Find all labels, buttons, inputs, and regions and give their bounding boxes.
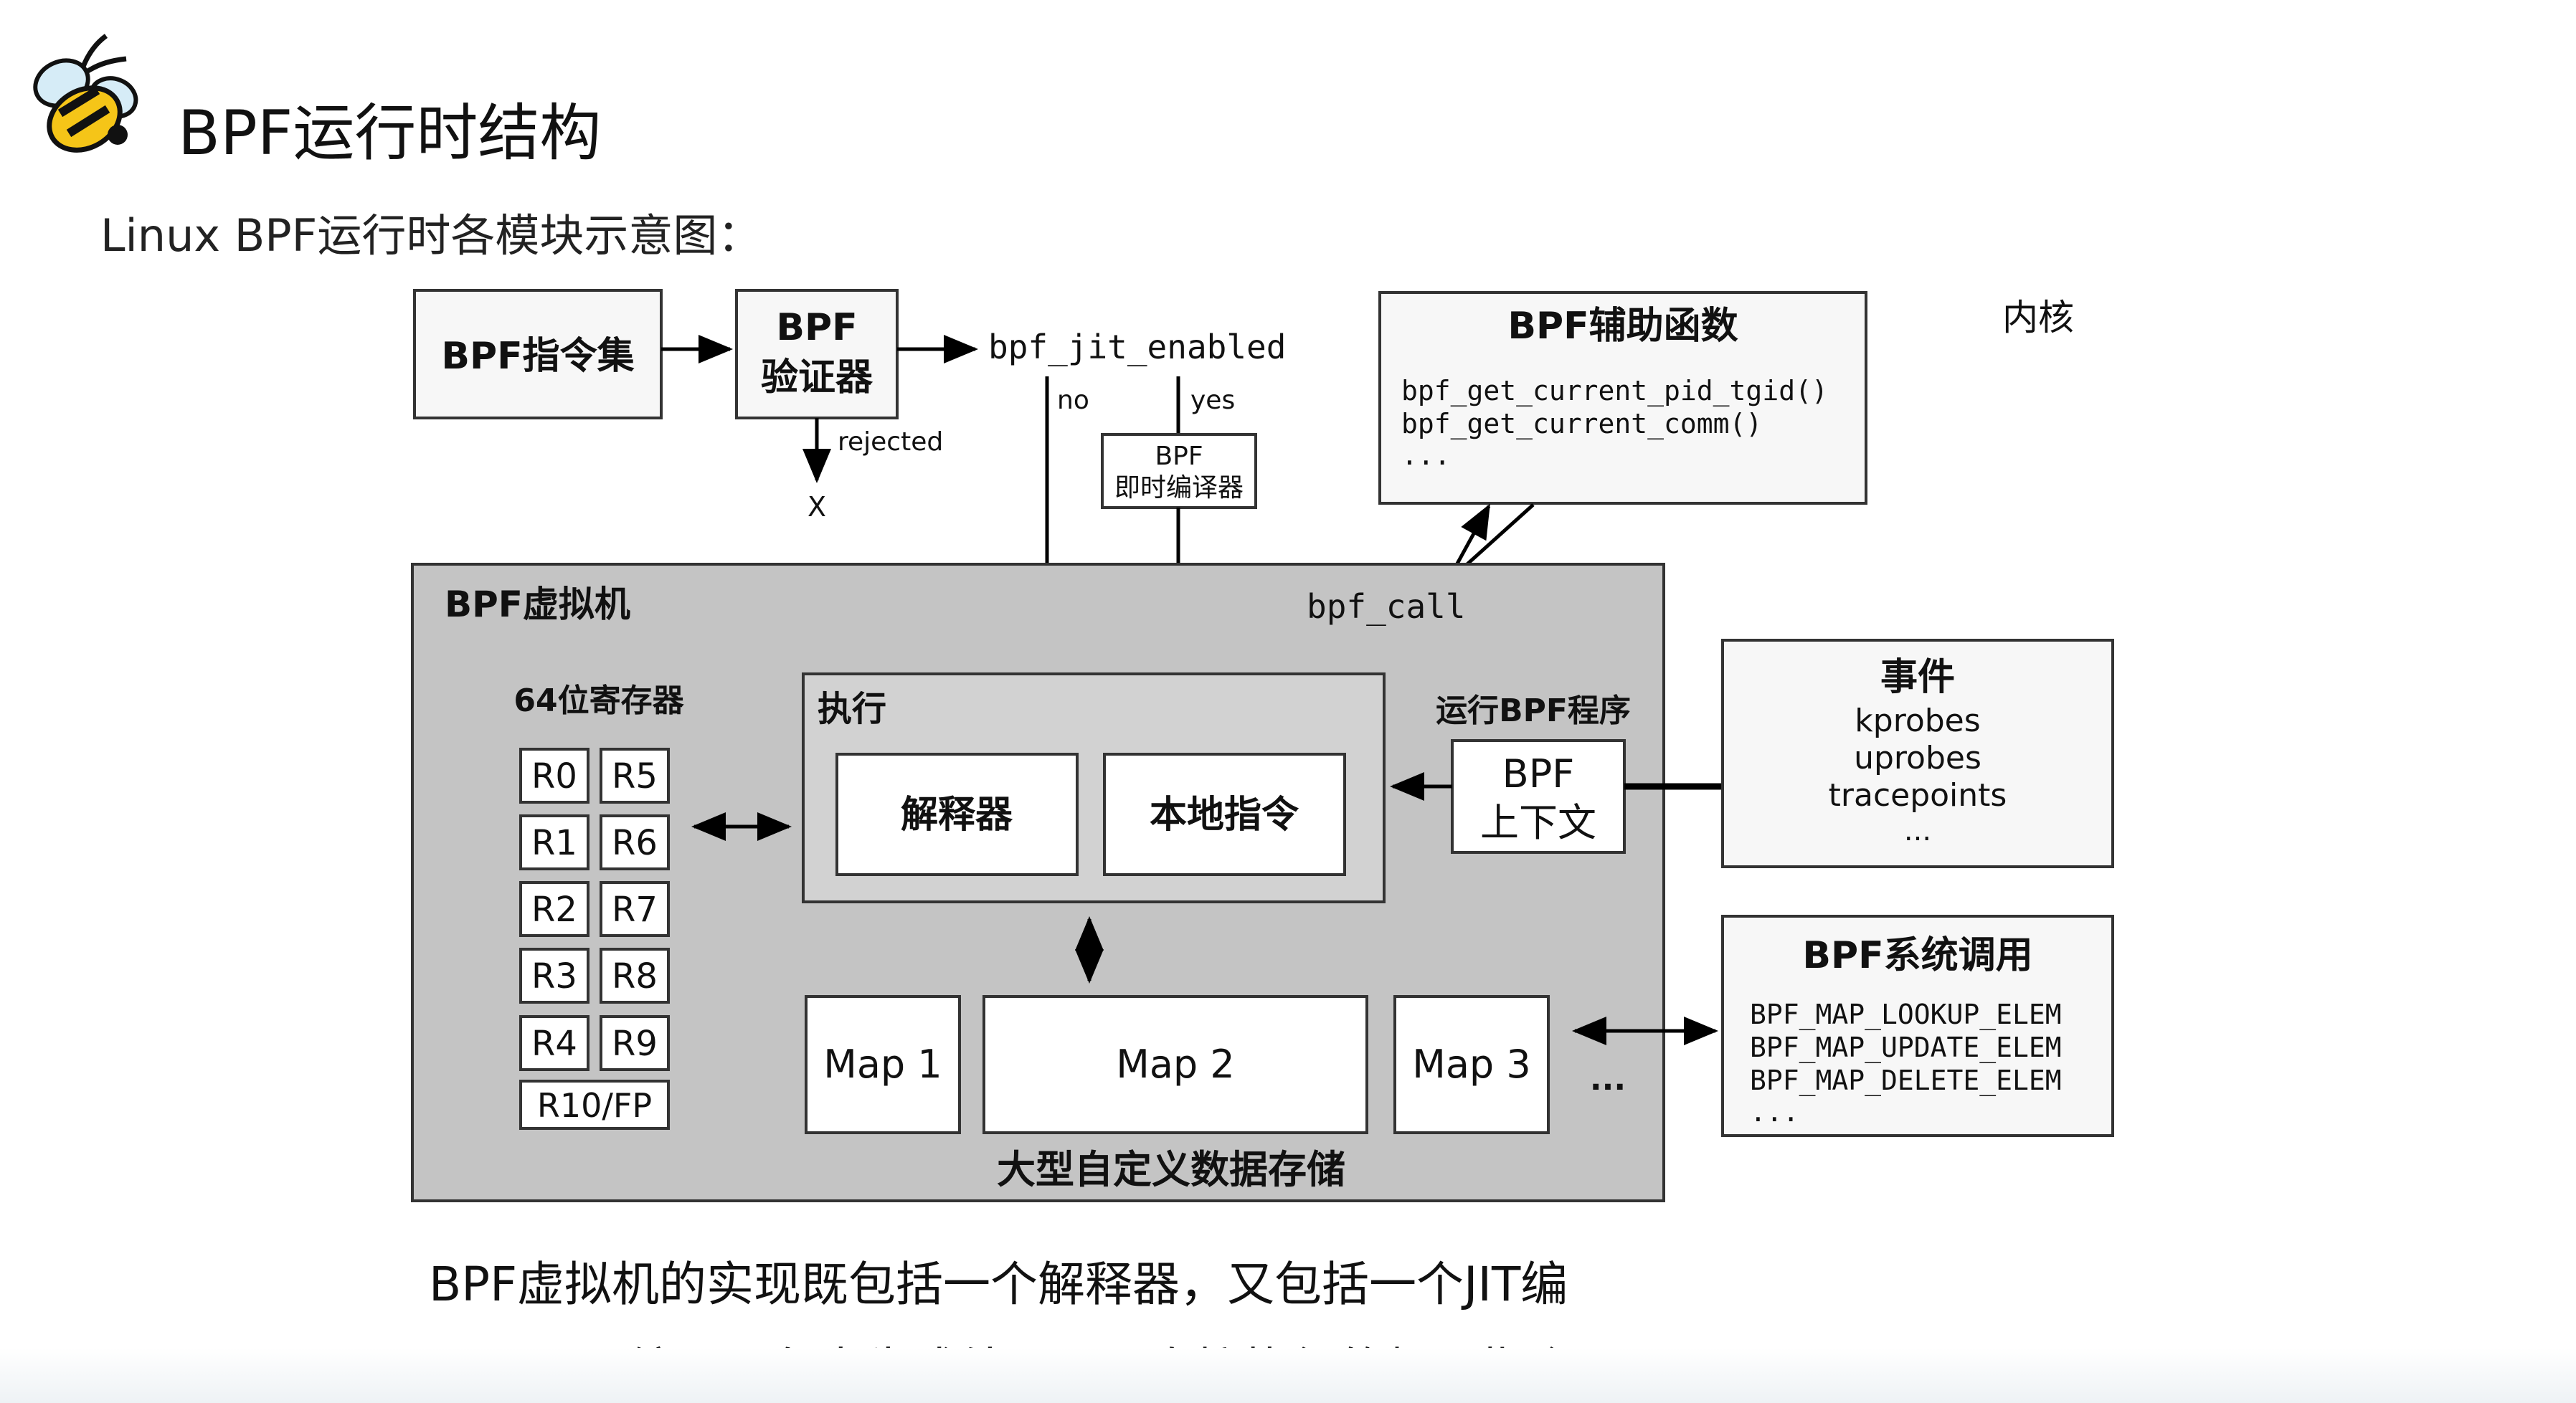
interpreter-box bbox=[835, 753, 1079, 876]
reject-mark: X bbox=[808, 491, 826, 523]
map-1-box bbox=[805, 995, 961, 1134]
storage-label: 大型自定义数据存储 bbox=[997, 1147, 1345, 1192]
instruction-set-box bbox=[413, 289, 663, 419]
register-box bbox=[519, 814, 589, 870]
syscall-item: BPF_MAP_LOOKUP_ELEM bbox=[1750, 999, 2062, 1031]
event-item: uprobes bbox=[1854, 740, 1981, 776]
map-3-label: Map 3 bbox=[1412, 1042, 1530, 1087]
syscall-item: BPF_MAP_UPDATE_ELEM bbox=[1750, 1032, 2062, 1064]
register-label: R0 bbox=[531, 756, 577, 796]
page-subtitle: Linux BPF运行时各模块示意图： bbox=[100, 209, 762, 262]
maps-more: ... bbox=[1590, 1061, 1626, 1098]
bee-logo-icon bbox=[33, 34, 138, 153]
registers-label: 64位寄存器 bbox=[513, 683, 684, 719]
yes-label: yes bbox=[1190, 386, 1235, 415]
helper-item: ... bbox=[1401, 439, 1451, 471]
syscall-item: BPF_MAP_DELETE_ELEM bbox=[1750, 1065, 2062, 1097]
register-fp-label: R10/FP bbox=[537, 1086, 652, 1125]
register-box bbox=[519, 881, 589, 937]
verifier-label-line2: 验证器 bbox=[761, 356, 873, 399]
register-label: R7 bbox=[612, 890, 658, 930]
register-box bbox=[600, 881, 670, 937]
map-2-label: Map 2 bbox=[1116, 1042, 1234, 1087]
register-label: R9 bbox=[612, 1024, 658, 1064]
events-title: 事件 bbox=[1880, 656, 1955, 699]
register-box bbox=[600, 1015, 670, 1071]
event-item: ... bbox=[1904, 814, 1931, 847]
register-label: R5 bbox=[612, 756, 658, 796]
helper-item: bpf_get_current_pid_tgid() bbox=[1401, 375, 1828, 407]
register-label: R8 bbox=[612, 956, 658, 997]
verifier-box bbox=[735, 289, 899, 419]
context-box bbox=[1451, 739, 1626, 854]
instruction-set-label: BPF指令集 bbox=[441, 335, 634, 378]
page-title: BPF运行时结构 bbox=[178, 98, 602, 169]
rejected-label: rejected bbox=[838, 427, 943, 457]
no-label: no bbox=[1057, 386, 1089, 415]
caption-line-1: BPF虚拟机的实现既包括一个解释器，又包括一个JIT编 bbox=[429, 1257, 1568, 1312]
register-fp-box bbox=[519, 1080, 670, 1130]
syscalls-box bbox=[1721, 915, 2114, 1137]
interpreter-label: 解释器 bbox=[901, 794, 1013, 837]
register-label: R2 bbox=[531, 890, 577, 930]
context-label-line2: 上下文 bbox=[1480, 800, 1596, 845]
kernel-label: 内核 bbox=[2002, 297, 2074, 338]
map-1-label: Map 1 bbox=[823, 1042, 942, 1087]
register-box bbox=[519, 748, 589, 804]
native-label: 本地指令 bbox=[1150, 794, 1299, 837]
register-label: R3 bbox=[531, 956, 577, 997]
verifier-label-line1: BPF bbox=[776, 306, 857, 349]
bpf-call-label: bpf_call bbox=[1307, 587, 1466, 626]
helpers-box bbox=[1378, 291, 1867, 505]
register-box bbox=[519, 1015, 589, 1071]
jit-compiler-box bbox=[1101, 433, 1257, 509]
events-box bbox=[1721, 639, 2114, 868]
jit-compiler-label-line1: BPF bbox=[1155, 442, 1203, 471]
event-item: tracepoints bbox=[1829, 777, 2007, 814]
map-2-box bbox=[982, 995, 1368, 1134]
register-label: R4 bbox=[531, 1024, 577, 1064]
register-box bbox=[600, 748, 670, 804]
map-3-box bbox=[1393, 995, 1550, 1134]
syscall-item: ... bbox=[1750, 1096, 1799, 1128]
exec-label: 执行 bbox=[818, 689, 886, 729]
register-box bbox=[519, 948, 589, 1004]
register-label: R1 bbox=[531, 823, 577, 863]
register-label: R6 bbox=[612, 823, 658, 863]
register-box bbox=[600, 948, 670, 1004]
run-program-label: 运行BPF程序 bbox=[1436, 693, 1631, 729]
register-box bbox=[600, 814, 670, 870]
native-box bbox=[1103, 753, 1346, 876]
syscalls-title: BPF系统调用 bbox=[1802, 934, 2032, 977]
event-item: kprobes bbox=[1855, 703, 1980, 739]
context-label-line1: BPF bbox=[1502, 751, 1575, 796]
helper-item: bpf_get_current_comm() bbox=[1401, 408, 1762, 440]
bottom-strip bbox=[0, 1348, 2576, 1403]
jit-compiler-label-line2: 即时编译器 bbox=[1114, 473, 1244, 503]
helpers-title: BPF辅助函数 bbox=[1507, 305, 1738, 348]
vm-label: BPF虚拟机 bbox=[445, 584, 630, 625]
jit-flag-label: bpf_jit_enabled bbox=[988, 328, 1286, 366]
